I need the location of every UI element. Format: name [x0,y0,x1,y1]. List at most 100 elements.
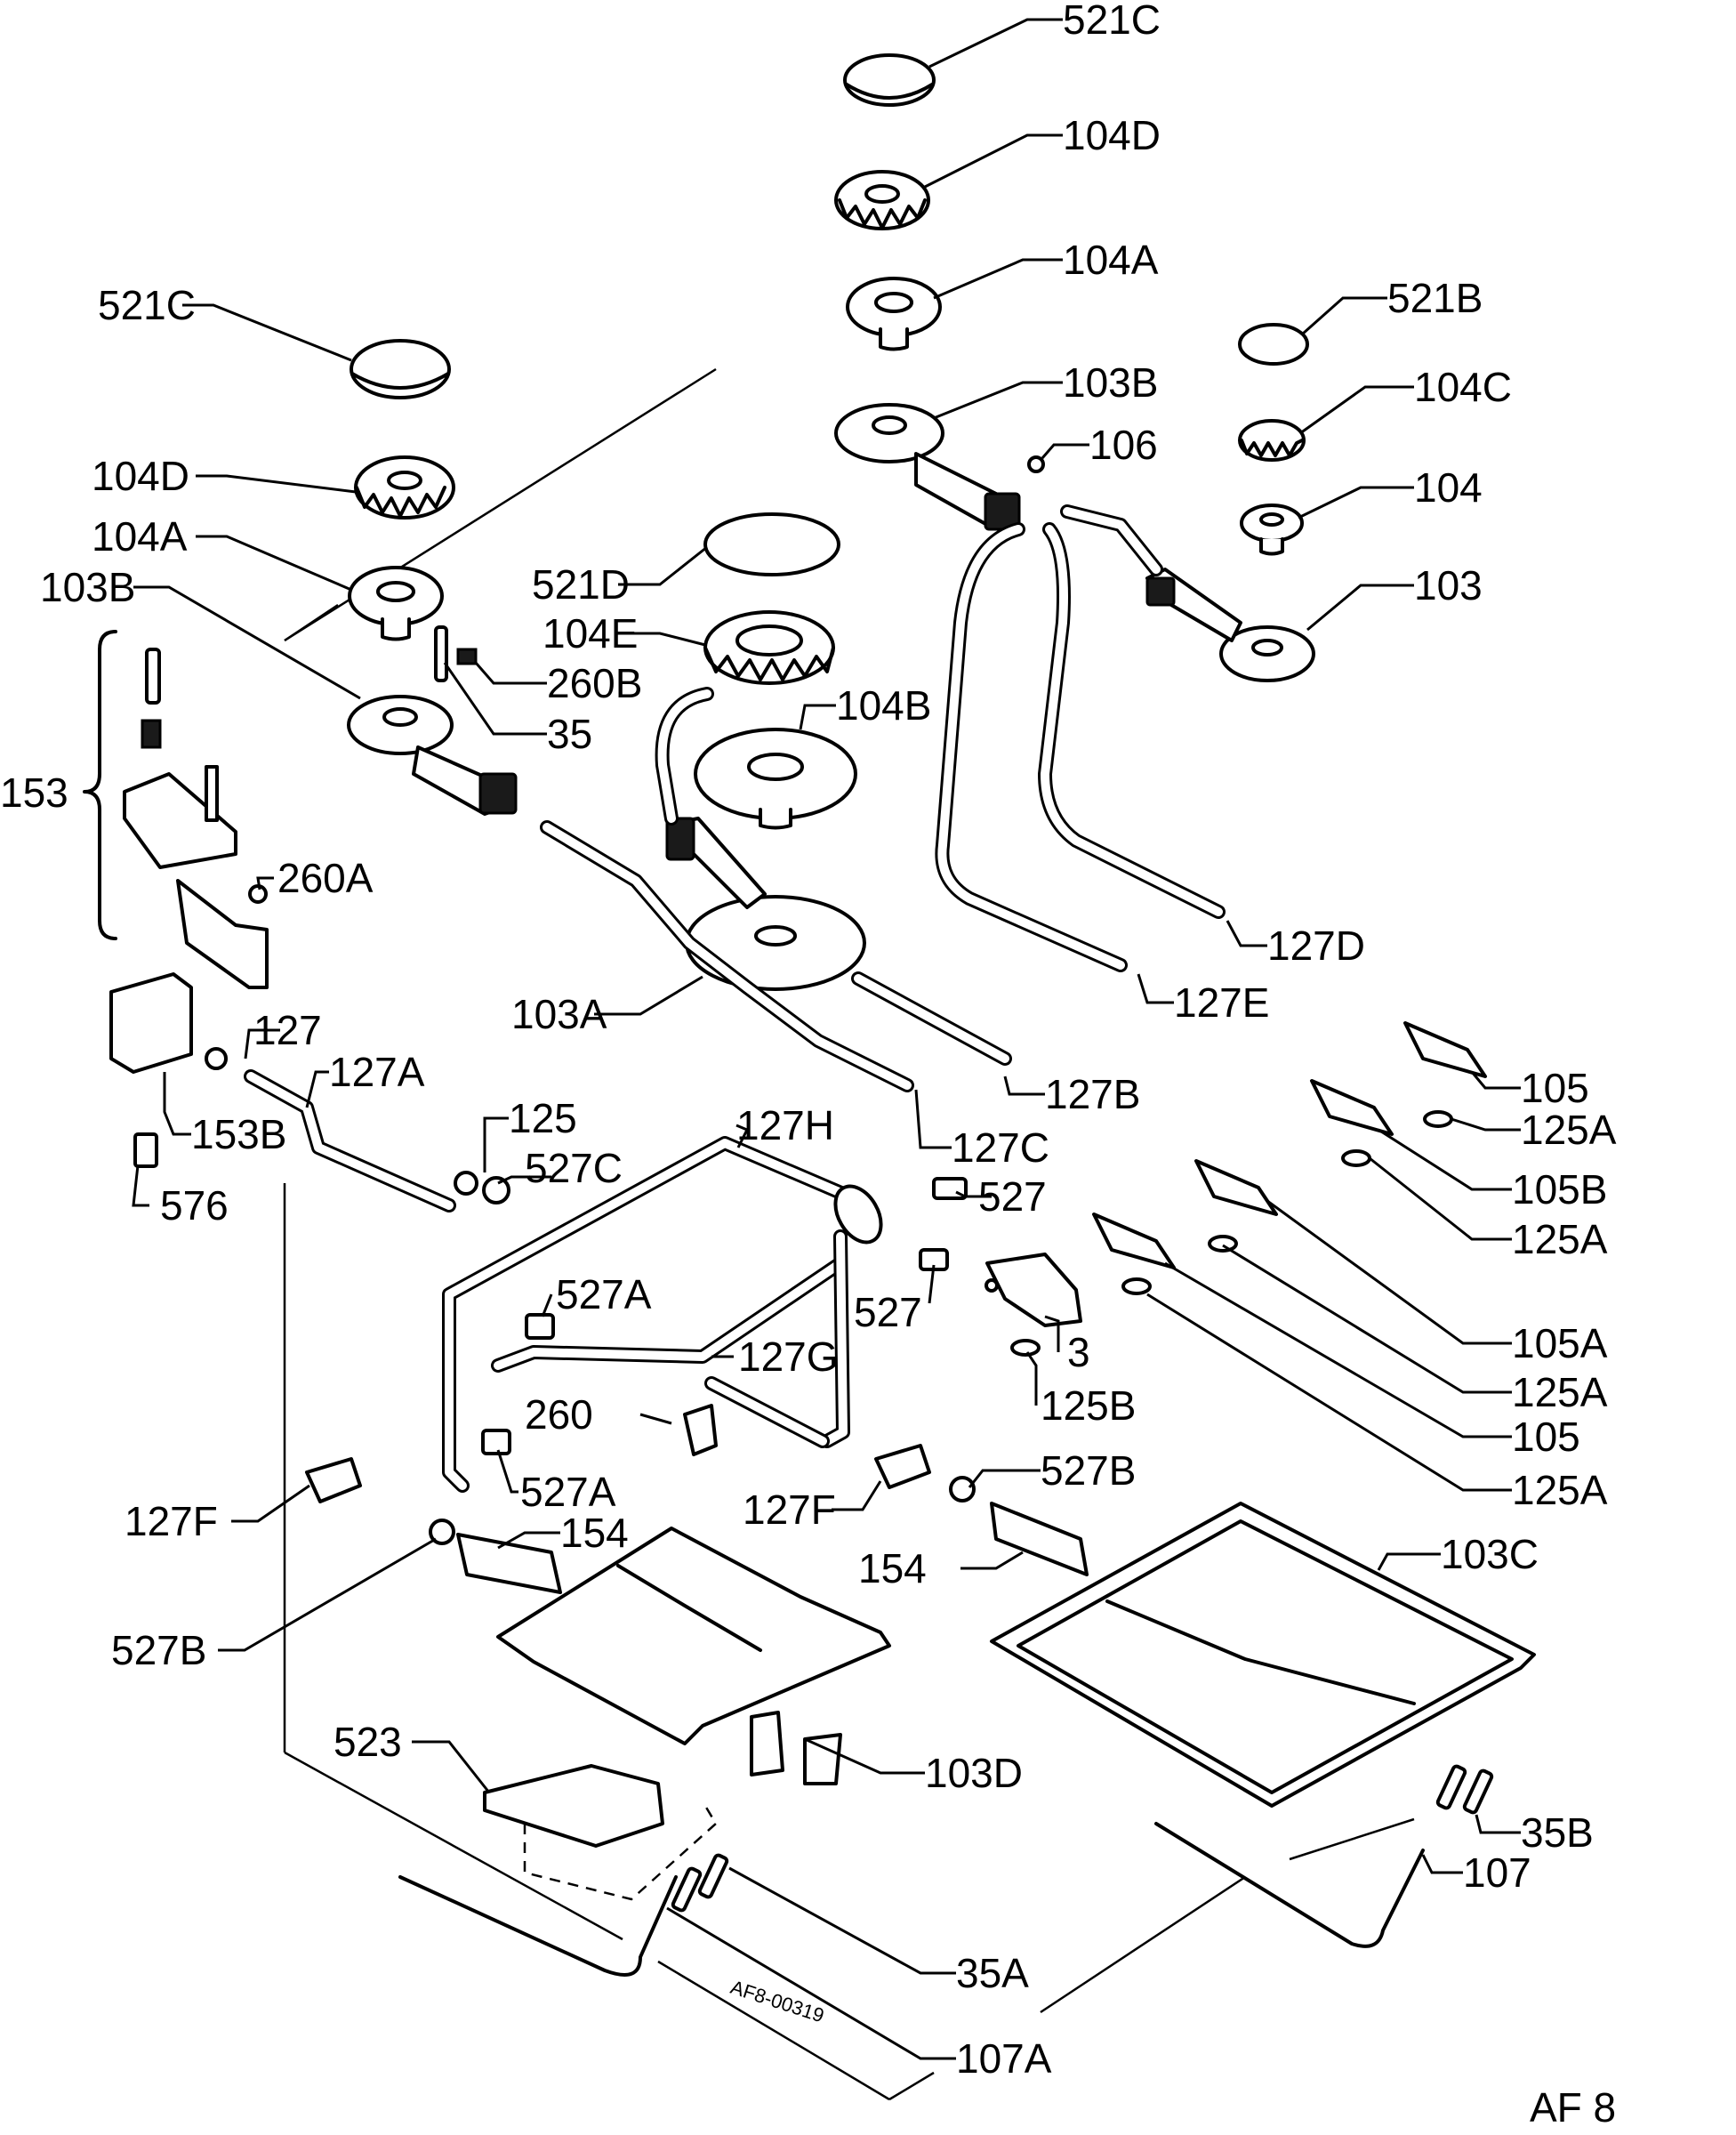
part-label: 127B [1045,1071,1140,1117]
burner-base-103a-hole [754,925,797,947]
pipe-127b-inner [854,974,1009,1063]
part-label: 125B [1041,1382,1136,1429]
part-label: 103 [1414,562,1483,608]
part-label: 527 [854,1289,922,1335]
flame-spreader-104d-hole [864,184,900,204]
part-label: 104D [1063,112,1161,158]
burner-cap-521c-left-rim [350,372,450,390]
part-label: 521B [1387,275,1483,321]
injector-105a [1194,1159,1278,1216]
part-label: 527A [520,1469,616,1515]
pipe-127d-inner [1041,525,1223,916]
spark-electrode-35 [434,625,448,682]
part-label: 260A [277,855,374,901]
injector-set [1092,1021,1487,1295]
part-label: 105B [1512,1166,1607,1213]
part-label: 521C [1063,0,1161,43]
assembly-guides [283,367,1415,2101]
burner-stack-center [665,512,866,991]
part-label: 527 [978,1173,1047,1220]
part-label: 523 [334,1719,402,1765]
part-label: 127H [736,1102,834,1148]
pipe-127e-inner [937,525,1125,970]
part-label: 107 [1463,1849,1531,1896]
part-label: 127 [253,1007,322,1053]
burner-base-103-hole [1251,639,1283,657]
burner-head-104b-stem [759,808,792,830]
tray-103c-fold [1105,1599,1416,1705]
injector-105-top [1403,1021,1487,1078]
tray-103c [990,1502,1536,1808]
part-label: 104 [1414,464,1483,511]
part-label: 35A [956,1950,1029,1996]
burner-head-104-hole [1259,512,1284,527]
part-label: 105 [1521,1065,1589,1111]
part-label: 103B [40,564,135,610]
burner-head-104b-hole [747,753,804,781]
fittings [305,1171,1089,1594]
burner-base-103b-left-hole [382,707,418,727]
spring-153 [141,719,162,749]
burner-head-104a-top-hole [874,292,913,313]
injector-105-low [1092,1213,1176,1269]
part-label: 527B [1041,1447,1136,1494]
tray-103d-tube [803,1733,842,1785]
electrode-35b-2 [1462,1768,1494,1815]
tray-103d-bracket [750,1711,784,1776]
valve-3-stud [985,1278,999,1293]
flame-spreader-104c [1238,419,1306,462]
electrode-holder-plate-153 [123,772,237,869]
fitting-527a-lower [481,1429,511,1455]
burner-cap-521c-top-rim [845,83,934,100]
part-label: 125A [1521,1107,1617,1153]
part-label: 125A [1512,1216,1608,1262]
electrode-pin-153 [145,648,161,705]
injector-154-right [990,1502,1089,1576]
part-label: 103D [925,1750,1023,1796]
part-label: 35B [1521,1809,1594,1856]
part-label: 35 [547,711,592,757]
bracket-523 [483,1764,664,1848]
washer-125a-top [1423,1110,1453,1128]
fitting-576 [133,1132,158,1168]
part-label: 527C [525,1145,623,1191]
part-label: 521C [98,282,196,328]
pipe-thermo-inner [823,1232,848,1446]
fitting-527a-upper [525,1313,555,1340]
part-label: 105 [1512,1414,1580,1460]
burner-head-104a-left-stem [381,617,411,641]
nut-527b-left [429,1519,455,1545]
elbow-127f-left [305,1457,362,1503]
part-label: 104D [92,453,189,499]
valve-3 [985,1253,1082,1327]
part-label: 104E [542,610,638,657]
thermocouple-107 [1154,1822,1425,1948]
part-label: 104C [1414,364,1512,410]
pipe-center-feed-inner [657,689,711,823]
ignition-generator-153b [109,972,193,1074]
part-labels: 521C 104D 104A 103B 521B 104C 106 104 10… [0,0,1617,2082]
screw-106 [1027,455,1045,473]
burner-base-103b-left-nozzle [478,772,518,815]
burner-trays [483,1502,1536,1913]
burner-stack-left [347,339,518,816]
washer-125a-low [1121,1277,1152,1295]
part-label: 576 [160,1182,229,1229]
part-label: 260B [547,660,642,706]
coil-527 [833,1184,883,1245]
part-label: 106 [1089,422,1158,468]
pipe-127c-inner [542,823,912,1090]
nut-527b-right [949,1476,976,1503]
electrode-35b-1 [1435,1764,1467,1810]
part-label: 127E [1174,979,1269,1026]
part-label: 154 [858,1545,927,1591]
burner-base-103a-nozzle [665,817,695,861]
part-label: 103C [1441,1531,1539,1577]
burner-base-103b-top-hole [872,415,907,435]
part-label: 125A [1512,1467,1608,1513]
elbow-127f-right [874,1444,931,1489]
burner-cap-521b [1238,323,1309,366]
part-label: 521D [532,561,630,608]
